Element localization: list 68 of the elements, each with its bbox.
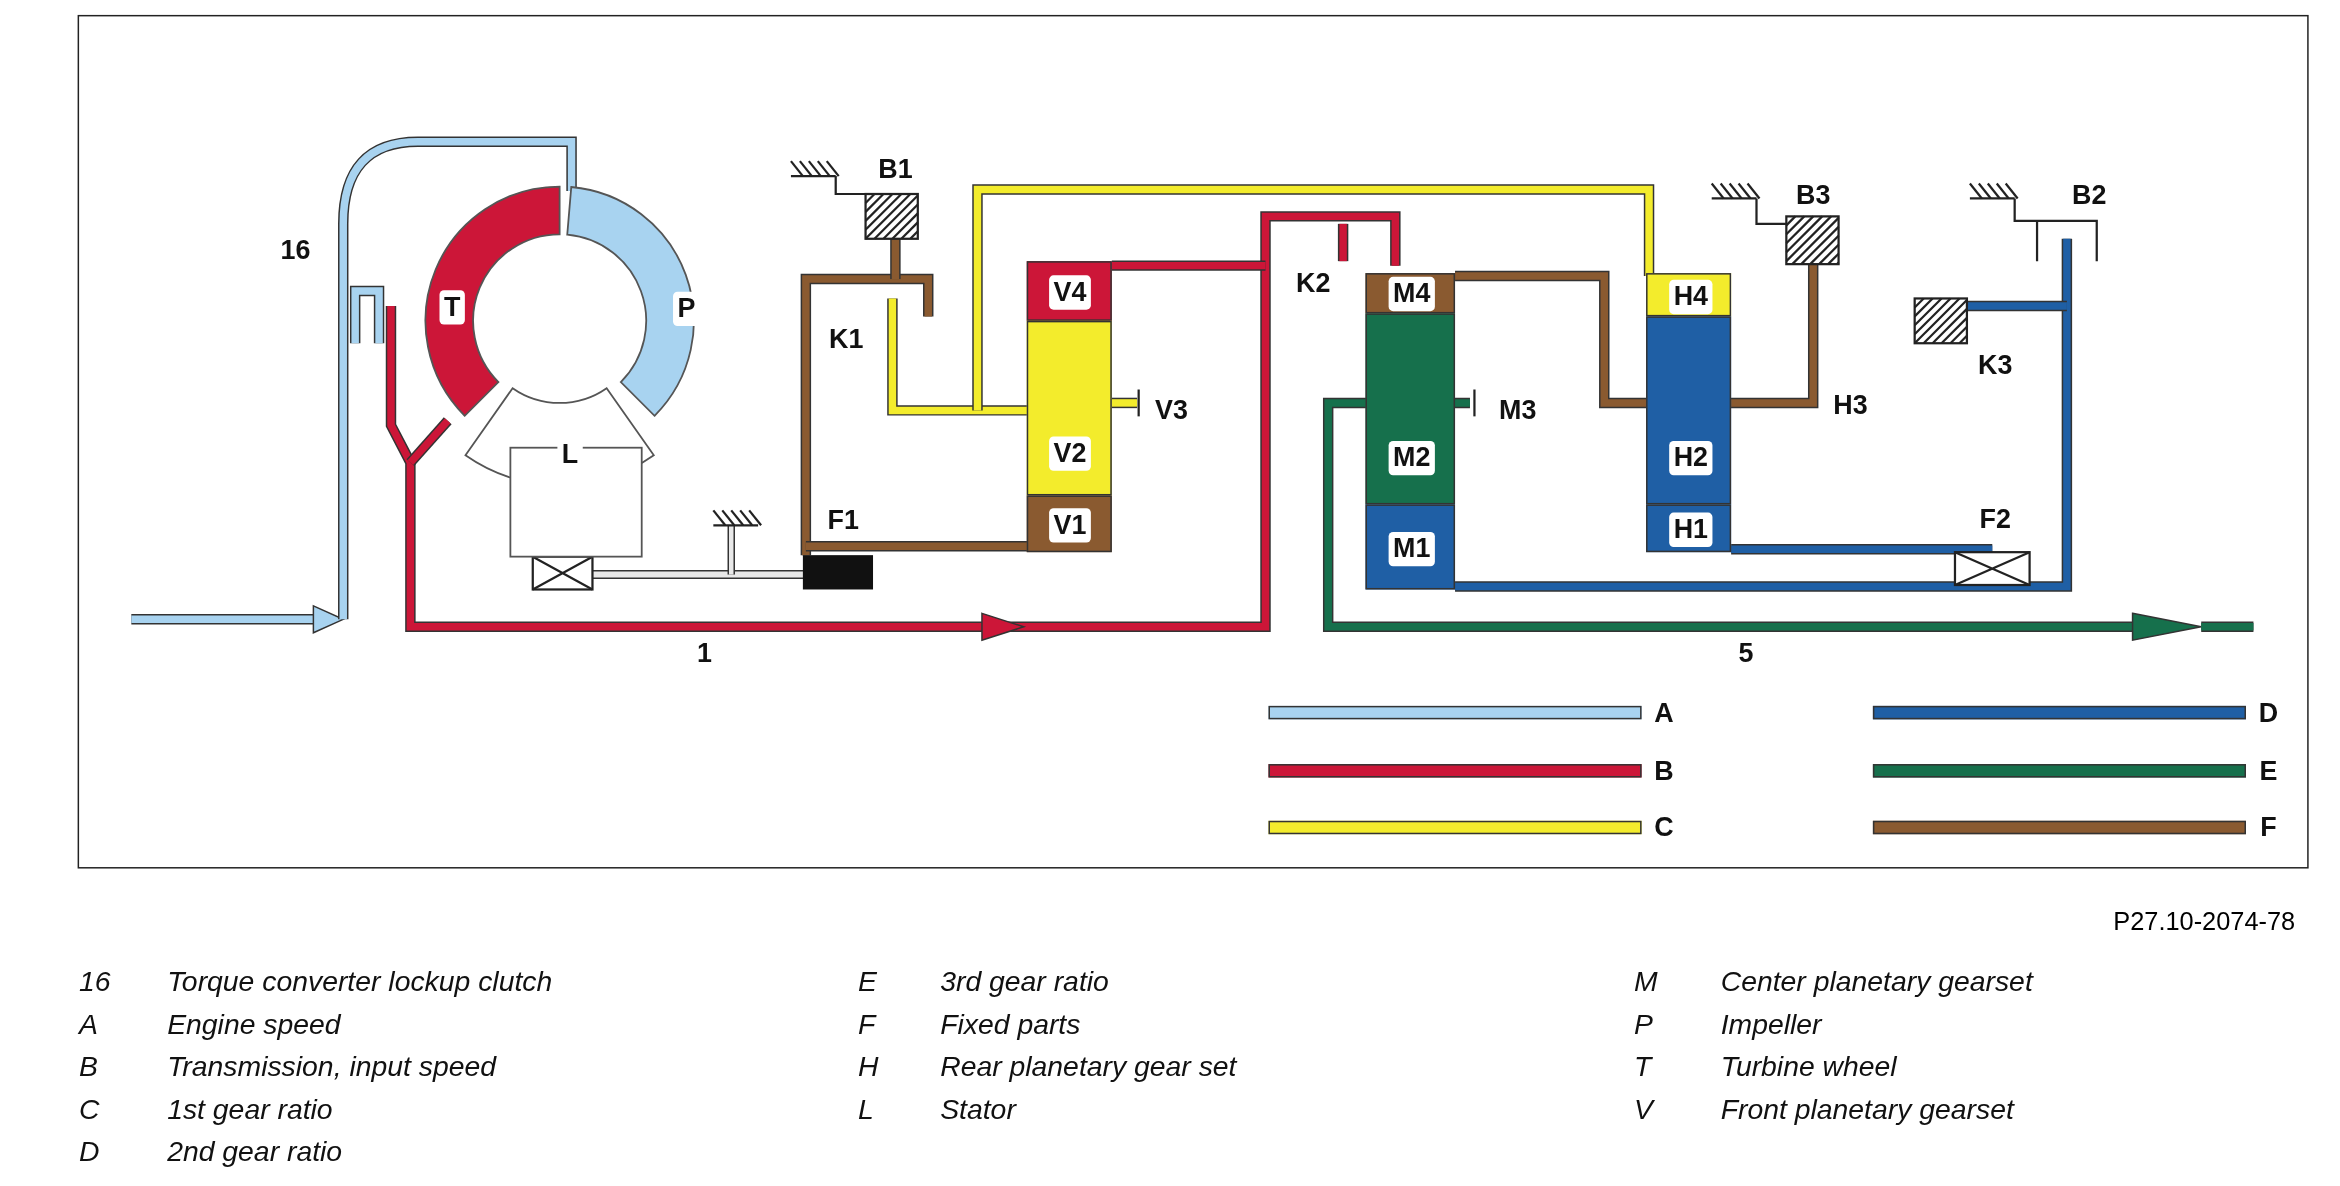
key-description: Turbine wheel: [1720, 1050, 1897, 1084]
key-symbol: B: [79, 1050, 99, 1084]
legend-label: A: [1654, 697, 1674, 729]
key-description: Torque converter lockup clutch: [167, 965, 553, 999]
key-symbol: P: [1634, 1008, 1654, 1041]
key-symbol: A: [79, 1008, 99, 1041]
key-symbol: H: [858, 1050, 879, 1084]
key-description: 1st gear ratio: [167, 1093, 333, 1126]
component-label: B2: [2072, 179, 2107, 212]
key-symbol: D: [79, 1135, 100, 1169]
stator: [462, 385, 657, 559]
callout-number: 1: [696, 638, 712, 670]
gearset-band: [1026, 261, 1112, 321]
component-label: F1: [827, 505, 859, 537]
gearset-band: [1646, 316, 1732, 505]
key-description: Engine speed: [167, 1008, 341, 1041]
key-description: Rear planetary gear set: [940, 1050, 1237, 1084]
figure-reference: P27.10-2074-78: [2113, 907, 2296, 938]
gearset-band: [1646, 273, 1732, 317]
component-label: F2: [1979, 503, 2011, 535]
legend-label: F: [2260, 812, 2277, 844]
key-symbol: C: [79, 1093, 100, 1126]
part-letter: V4: [1049, 275, 1091, 310]
component-label: B1: [878, 154, 913, 186]
component-label: K3: [1978, 349, 2013, 382]
component-label: B3: [1796, 179, 1831, 212]
legend-label: B: [1654, 755, 1674, 787]
key-description: Transmission, input speed: [167, 1050, 496, 1084]
part-letter: H4: [1669, 279, 1713, 315]
part-letter: M4: [1388, 276, 1435, 312]
legend-label: D: [2258, 697, 2279, 729]
part-letter: H2: [1669, 441, 1713, 476]
component-label: K1: [829, 324, 864, 356]
key-description: Impeller: [1720, 1008, 1822, 1041]
callout-number: 5: [1738, 638, 1754, 670]
key-symbol: 16: [79, 965, 111, 999]
key-symbol: M: [1634, 965, 1658, 999]
legend-label: C: [1654, 812, 1674, 844]
legend-label: E: [2259, 755, 2278, 787]
key-symbol: E: [858, 965, 878, 999]
gearset-band: [1365, 504, 1456, 590]
key-description: Center planetary gearset: [1720, 965, 2033, 999]
component-label: K2: [1296, 267, 1331, 300]
gearset-band: [1365, 313, 1456, 505]
part-letter: V2: [1049, 436, 1091, 471]
key-description: Front planetary gearset: [1720, 1093, 2014, 1126]
turbine-wheel: [425, 186, 563, 420]
gearset-band: [1646, 504, 1732, 553]
callout-number: 16: [280, 235, 311, 267]
key-symbol: L: [858, 1093, 874, 1126]
part-letter: T: [439, 290, 465, 325]
key-description: 3rd gear ratio: [940, 965, 1109, 999]
gearset-band: [1026, 320, 1112, 496]
component-label: M3: [1499, 394, 1537, 427]
part-letter: H1: [1669, 512, 1713, 547]
key-symbol: T: [1634, 1050, 1652, 1084]
key-symbol: V: [1634, 1093, 1654, 1126]
gearset-band: [1365, 273, 1456, 314]
key-description: Fixed parts: [940, 1008, 1081, 1041]
component-label: V3: [1155, 394, 1188, 427]
gearset-band: [1026, 495, 1112, 553]
key-description: Stator: [940, 1093, 1016, 1126]
part-letter: V1: [1049, 508, 1091, 543]
key-symbol: F: [858, 1008, 876, 1041]
part-letter: M1: [1388, 532, 1435, 567]
component-label: H3: [1833, 390, 1868, 422]
key-description: 2nd gear ratio: [167, 1135, 343, 1169]
part-letter: M2: [1388, 441, 1435, 476]
